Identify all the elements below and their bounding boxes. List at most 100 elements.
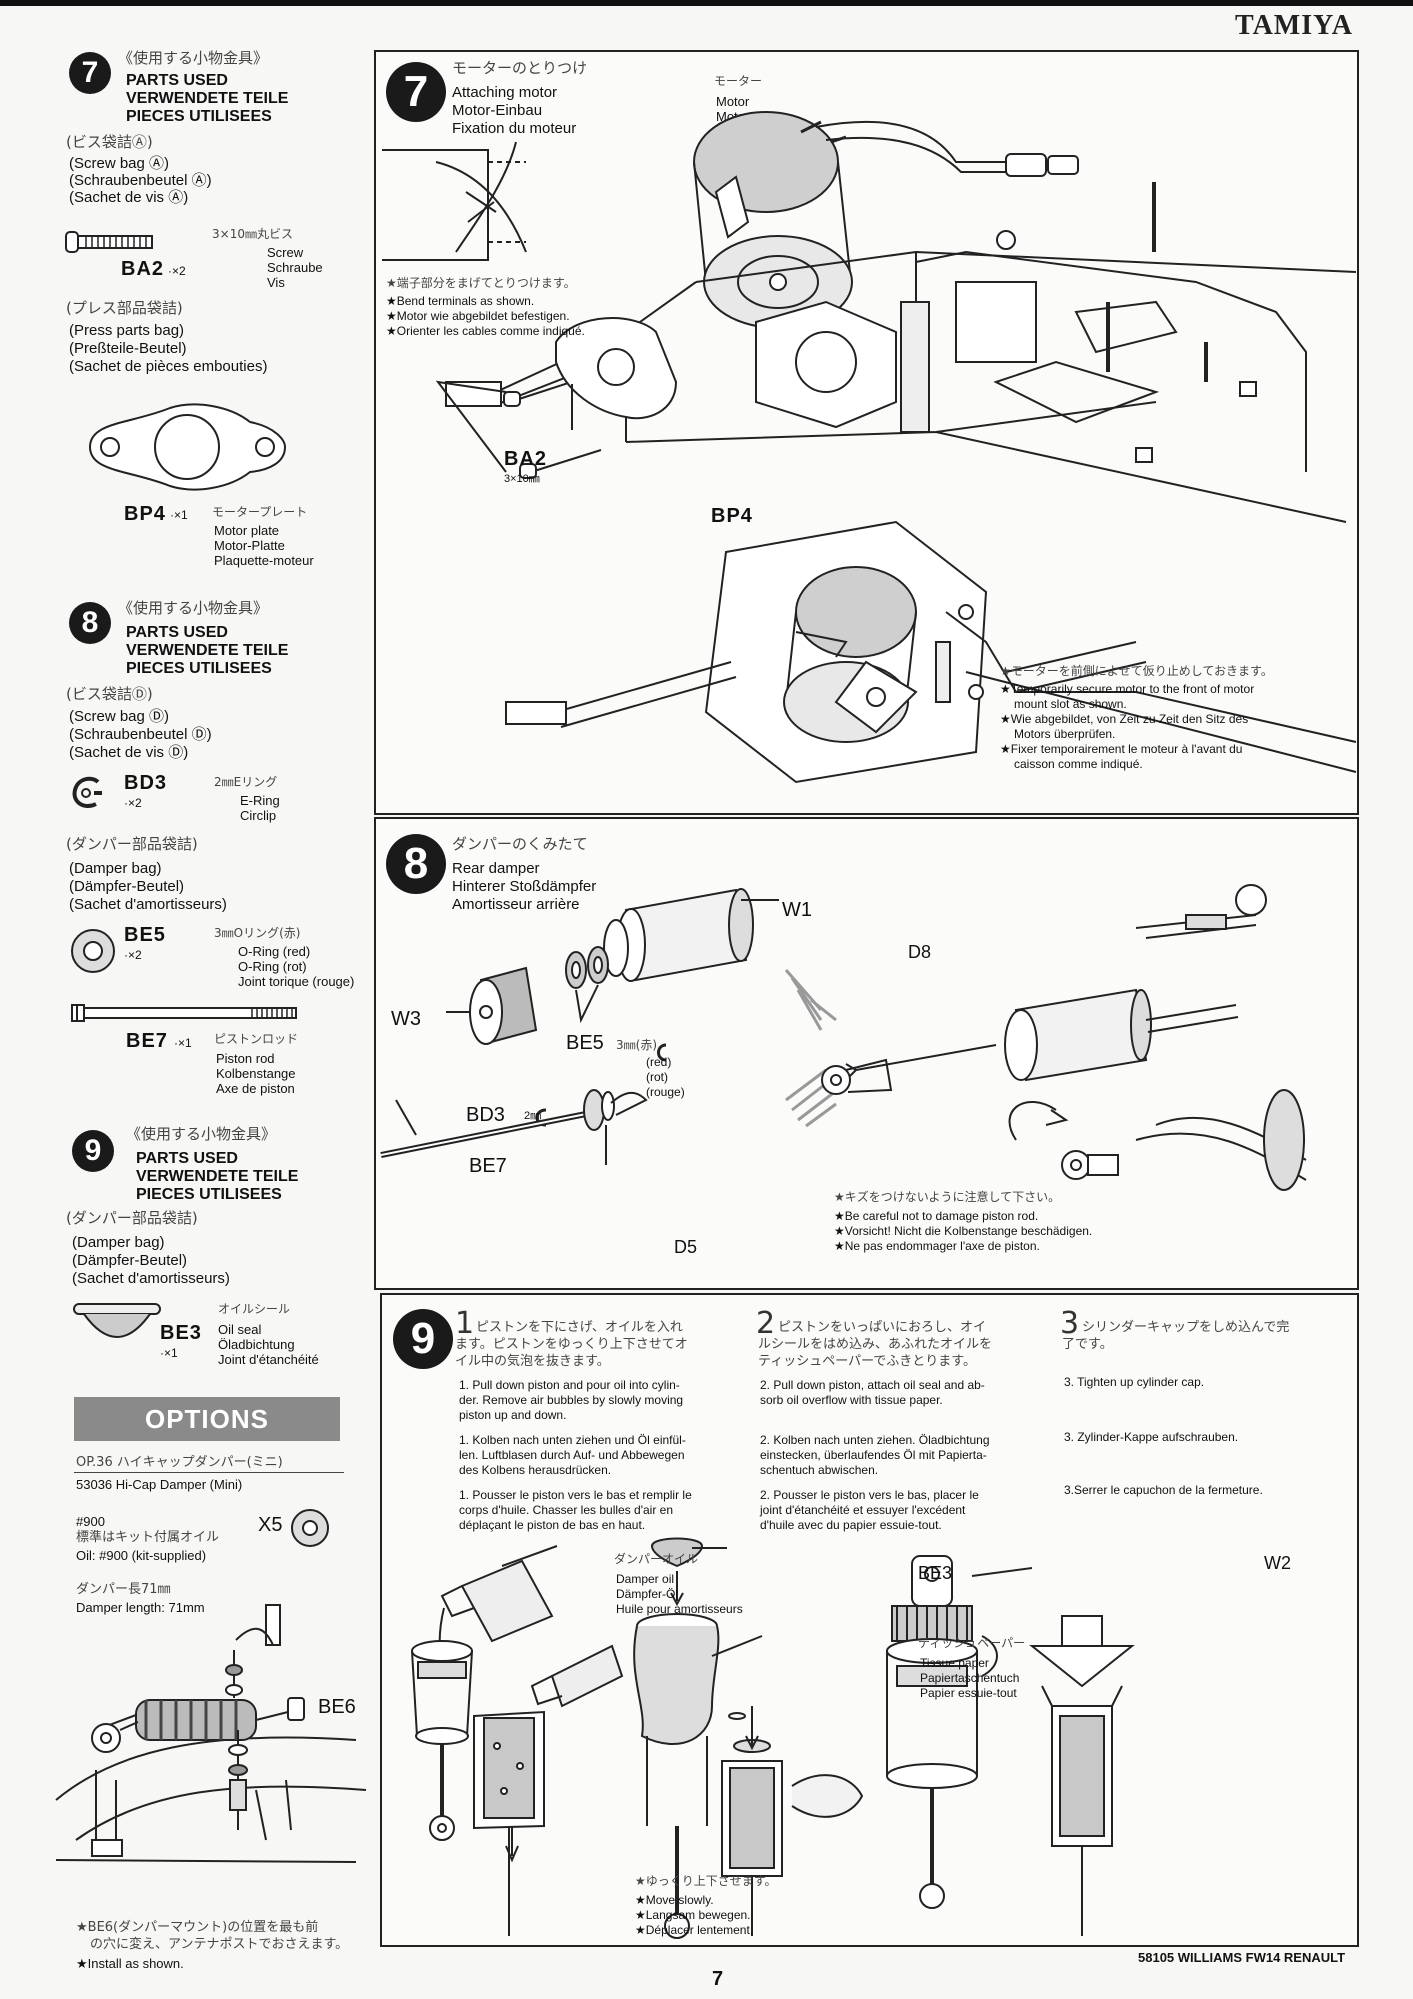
bp4-en: Motor plate: [214, 523, 280, 538]
step8-rouge: (rouge): [646, 1085, 685, 1099]
motor-plate-icon: [88, 403, 287, 491]
ba2-en: Screw: [267, 245, 304, 260]
be3-qty: ·×1: [160, 1346, 178, 1360]
bagA-jp: (ビス袋詰Ⓐ): [66, 133, 153, 151]
step9-c1-fr2: corps d'huile. Chasser les bulles d'air …: [459, 1503, 674, 1517]
step8-title-en: Rear damper: [452, 860, 540, 877]
step8-parts-badge: 8: [69, 602, 111, 644]
bagD-fr: (Sachet de vis Ⓓ): [69, 744, 189, 761]
options-op-jp: OP.36 ハイキャップダンパー(ミニ): [76, 1455, 283, 1470]
step8-rot: (rot): [646, 1070, 668, 1084]
ba2-jp: 3×10㎜丸ビス: [212, 227, 293, 241]
bd3-qty: ·×2: [124, 796, 142, 810]
options-banner: OPTIONS: [74, 1397, 340, 1441]
step8-title-fr: Amortisseur arrière: [452, 896, 580, 913]
step7-bp4-label: BP4: [711, 505, 753, 527]
s9-parts-fr: PIECES UTILISEES: [136, 1186, 282, 1203]
step8-be5-size: 3㎜(赤): [616, 1038, 657, 1052]
options-len-en: Damper length: 71mm: [76, 1600, 205, 1615]
step8-damper-illustration: [380, 884, 1307, 1191]
secure-note-jp: ★モーターを前側によせて仮り止めしておきます。: [1000, 664, 1273, 678]
step9-c2-de2: einstecken, überlaufendes Öl mit Papiert…: [760, 1448, 987, 1462]
step9-c2-fr3: d'huile avec du papier essuie-tout.: [760, 1518, 942, 1532]
o-ring-icon: [71, 929, 115, 973]
s8-parts-de: VERWENDETE TEILE: [126, 642, 289, 659]
bend-note-en: ★Bend terminals as shown.: [386, 294, 535, 308]
step9-c3-jp2: 了です。: [1062, 1337, 1113, 1352]
press-de: (Preßteile-Beutel): [69, 340, 187, 357]
step9-oil-filling-illustration: [411, 1537, 1135, 1939]
options-note-jp2: の穴に変え、アンテナポストでおさえます。: [90, 1937, 349, 1952]
step9-c2-jp2: ルシールをはめ込み、あふれたオイルを: [758, 1337, 993, 1352]
damper-bag-jp: (ダンパー部品袋詰): [66, 835, 198, 853]
screw-ba2-icon: [65, 231, 153, 253]
bp4-jp: モータープレート: [212, 505, 308, 519]
damper-oil-jp: ダンパーオイル: [614, 1552, 699, 1566]
slow-note-de: ★Langsam bewegen.: [635, 1908, 751, 1922]
step9-c1-fr3: déplaçant le piston de bas en haut.: [459, 1518, 646, 1532]
press-fr: (Sachet de pièces embouties): [69, 358, 268, 375]
top-rule: [0, 0, 1413, 6]
options-op-en: 53036 Hi-Cap Damper (Mini): [76, 1477, 243, 1492]
step7-title-en: Attaching motor: [452, 84, 558, 101]
step8-w1: W1: [782, 899, 812, 921]
step9-c2-fr1: 2. Pousser le piston vers le bas, placer…: [760, 1488, 979, 1502]
step9-c1-de2: len. Luftblasen durch Auf- und Abbewegen: [459, 1448, 685, 1462]
footer-model: 58105 WILLIAMS FW14 RENAULT: [1138, 1950, 1346, 1965]
bp4-fr: Plaquette-moteur: [214, 553, 314, 568]
e-ring-icon: [72, 776, 102, 809]
s9-damper-de: (Dämpfer-Beutel): [72, 1252, 188, 1269]
options-note-en: ★Install as shown.: [76, 1956, 184, 1971]
s8-parts-en: PARTS USED: [126, 624, 228, 641]
s9-parts-de: VERWENDETE TEILE: [136, 1168, 299, 1185]
step9-c1-en3: piston up and down.: [459, 1408, 567, 1422]
step9-be3: BE3: [918, 1563, 953, 1583]
damper-oil-en: Damper oil: [616, 1572, 675, 1586]
step8-be5: BE5: [566, 1032, 604, 1054]
step8-badge: 8: [386, 834, 446, 894]
step9-w2: W2: [1264, 1553, 1291, 1573]
step7-ba2-label: BA2: [504, 448, 548, 470]
step7-title-jp: モーターのとりつけ: [452, 59, 588, 77]
secure-note-de2: Motors überprüfen.: [1014, 727, 1116, 741]
be5-code: BE5: [124, 924, 166, 946]
step9-c3-jp1: シリンダーキャップをしめ込んで完: [1082, 1320, 1290, 1335]
tissue-de: Papiertaschentuch: [920, 1671, 1020, 1685]
ba2-qty: ·×2: [168, 264, 186, 278]
motor-label-jp: モーター: [714, 74, 763, 88]
step8-panel: [374, 817, 1359, 1290]
bagA-de: (Schraubenbeutel Ⓐ): [69, 172, 212, 189]
careful-note-fr: ★Ne pas endommager l'axe de piston.: [834, 1239, 1040, 1253]
step9-c1-en1: 1. Pull down piston and pour oil into cy…: [459, 1378, 680, 1392]
damper-oil-fr: Huile pour amortisseurs: [616, 1602, 743, 1616]
step8-title-de: Hinterer Stoßdämpfer: [452, 878, 597, 895]
s7-parts-jp: 《使用する小物金具》: [118, 49, 269, 67]
motor-label-en: Motor: [716, 94, 750, 109]
s9-damper-en: (Damper bag): [72, 1234, 165, 1251]
s9-damper-fr: (Sachet d'amortisseurs): [72, 1270, 230, 1287]
bd3-jp: 2㎜Eリング: [214, 775, 278, 789]
step9-c3-en: 3. Tighten up cylinder cap.: [1064, 1375, 1205, 1389]
step9-c2-num: 2: [756, 1306, 776, 1341]
page-number: 7: [712, 1968, 724, 1990]
step7-motor-assembly-illustration: [382, 111, 1357, 784]
step9-c2-de3: schentuch abwischen.: [760, 1463, 879, 1477]
tissue-fr: Papier essuie-tout: [920, 1686, 1017, 1700]
bp4-code: BP4: [124, 503, 166, 525]
s7-parts-fr: PIECES UTILISEES: [126, 108, 272, 125]
step9-c1-jp1: ピストンを下にさげ、オイルを入れ: [476, 1320, 683, 1335]
step7-parts-badge: 7: [69, 52, 111, 94]
bd3-en: E-Ring: [240, 793, 280, 808]
s8-parts-jp: 《使用する小物金具》: [118, 599, 269, 617]
step8-bd3: BD3: [466, 1104, 505, 1126]
options-oil-jp1: #900: [76, 1514, 105, 1529]
options-be6: BE6: [318, 1696, 356, 1718]
be7-de: Kolbenstange: [216, 1066, 296, 1081]
step9-c2-de1: 2. Kolben nach unten ziehen. Öladbichtun…: [760, 1433, 990, 1447]
careful-note-jp: ★キズをつけないように注意して下さい。: [834, 1190, 1061, 1204]
step9-c2-en2: sorb oil overflow with tissue paper.: [760, 1393, 943, 1407]
bagA-fr: (Sachet de vis Ⓐ): [69, 189, 189, 206]
press-en: (Press parts bag): [69, 322, 185, 339]
be3-fr: Joint d'étanchéité: [218, 1352, 319, 1367]
s9-parts-en: PARTS USED: [136, 1150, 238, 1167]
